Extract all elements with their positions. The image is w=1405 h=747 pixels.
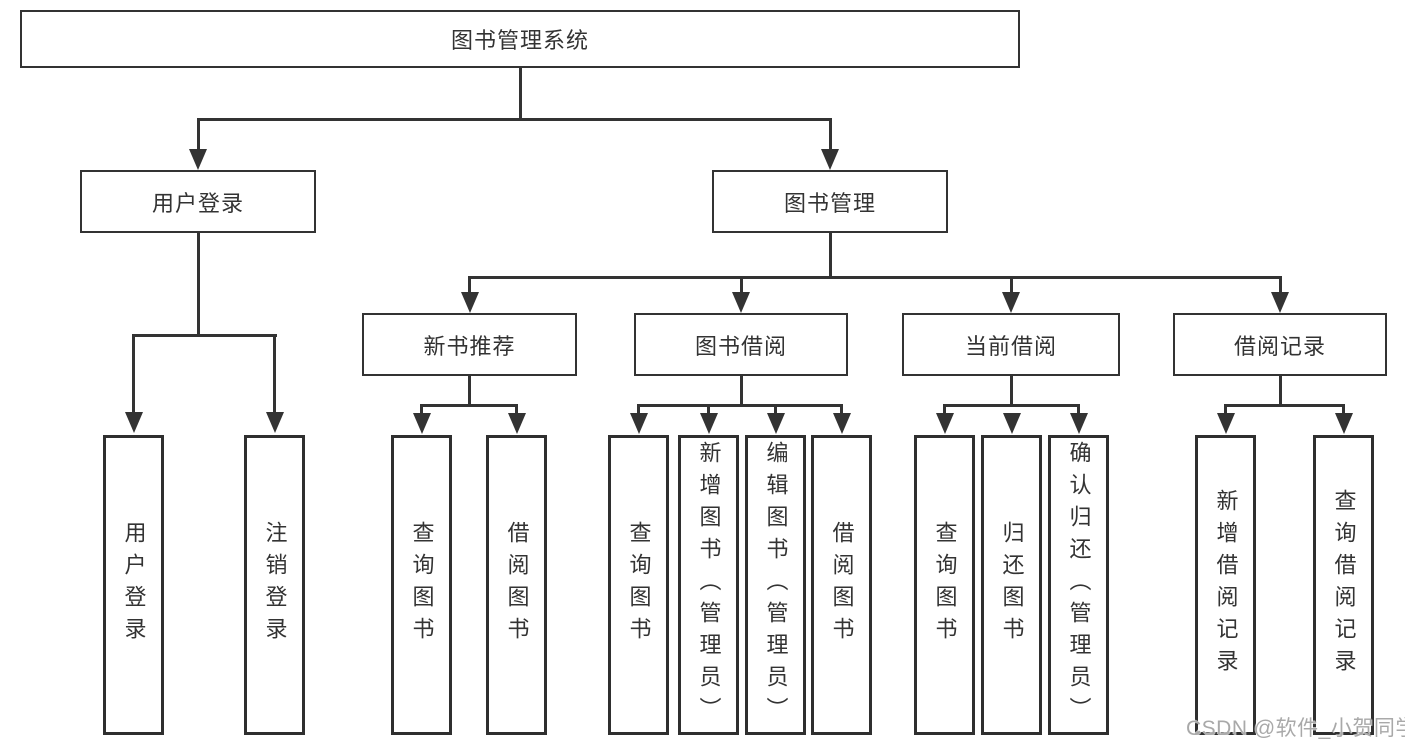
leaf-label: 编辑图书（管理员） (763, 441, 789, 729)
leaf-label: 用户登录 (121, 521, 147, 649)
connector-line (518, 68, 522, 120)
arrowhead-down-icon (124, 412, 143, 433)
leaf-label: 新增借阅记录 (1213, 489, 1239, 681)
arrowhead-down-icon (935, 413, 954, 434)
connector-line (132, 334, 277, 337)
connector-line (739, 276, 743, 293)
node-label: 新书推荐 (423, 333, 516, 359)
node-current-borrowing: 当前借阅 (902, 313, 1120, 376)
arrowhead-down-icon (699, 413, 718, 434)
node-label: 用户登录 (151, 190, 244, 216)
leaf-label: 确认归还（管理员） (1066, 441, 1092, 729)
leaf-label: 借阅图书 (504, 521, 530, 649)
connector-line (840, 404, 843, 414)
leaf-add-borrow-record: 新增借阅记录 (1195, 435, 1256, 735)
leaf-label: 查询图书 (409, 521, 435, 649)
connector-line (515, 404, 518, 414)
connector-line (1224, 404, 1227, 414)
node-label: 图书管理 (783, 190, 876, 216)
arrowhead-down-icon (832, 413, 851, 434)
connector-line (1278, 376, 1282, 406)
connector-line (132, 334, 135, 413)
node-label: 图书管理系统 (450, 28, 589, 53)
leaf-query-borrow-record: 查询借阅记录 (1313, 435, 1374, 735)
connector-line (943, 404, 946, 414)
leaf-borrow-books: 借阅图书 (811, 435, 872, 735)
leaf-label: 归还图书 (999, 521, 1025, 649)
connector-line (739, 376, 743, 406)
connector-line (468, 276, 1281, 279)
leaf-logout: 注销登录 (244, 435, 305, 735)
arrowhead-down-icon (1002, 292, 1020, 313)
leaf-user-login: 用户登录 (103, 435, 164, 735)
connector-line (196, 118, 832, 121)
node-user-login: 用户登录 (80, 170, 316, 233)
connector-line (468, 276, 471, 293)
node-label: 当前借阅 (964, 333, 1057, 359)
arrowhead-down-icon (412, 413, 431, 434)
connector-line (707, 404, 710, 414)
connector-line (1009, 376, 1013, 406)
arrowhead-down-icon (189, 149, 207, 170)
connector-line (196, 118, 200, 150)
leaf-label: 借阅图书 (829, 521, 855, 649)
connector-line (1077, 404, 1080, 414)
connector-line (1009, 276, 1013, 293)
leaf-edit-books-admin: 编辑图书（管理员） (745, 435, 806, 735)
connector-line (468, 376, 471, 406)
connector-line (196, 233, 200, 336)
leaf-label: 查询图书 (626, 521, 652, 649)
arrowhead-down-icon (629, 413, 648, 434)
connector-line (420, 404, 518, 407)
connector-line (420, 404, 423, 414)
node-library-management-system: 图书管理系统 (20, 10, 1020, 68)
connector-line (637, 404, 640, 414)
connector-line (828, 118, 832, 150)
node-label: 图书借阅 (694, 333, 787, 359)
node-book-management: 图书管理 (712, 170, 948, 233)
arrowhead-down-icon (265, 412, 284, 433)
arrowhead-down-icon (1334, 413, 1353, 434)
node-new-book-recommendation: 新书推荐 (362, 313, 577, 376)
node-book-borrowing: 图书借阅 (634, 313, 848, 376)
leaf-query-books-current: 查询图书 (914, 435, 975, 735)
arrowhead-down-icon (732, 292, 750, 313)
arrowhead-down-icon (821, 149, 839, 170)
connector-line (637, 404, 843, 407)
leaf-query-books-borrow: 查询图书 (608, 435, 669, 735)
connector-line (273, 334, 276, 413)
arrowhead-down-icon (1216, 413, 1235, 434)
node-borrowing-records: 借阅记录 (1173, 313, 1387, 376)
arrowhead-down-icon (1271, 292, 1289, 313)
leaf-label: 新增图书（管理员） (696, 441, 722, 729)
arrowhead-down-icon (1002, 413, 1021, 434)
connector-line (1224, 404, 1345, 407)
leaf-add-books-admin: 新增图书（管理员） (678, 435, 739, 735)
csdn-watermark: CSDN @软件_小贺同学 (1186, 717, 1405, 740)
connector-line (1342, 404, 1345, 414)
connector-line (1278, 276, 1282, 293)
leaf-query-books-recommend: 查询图书 (391, 435, 452, 735)
leaf-confirm-return-admin: 确认归还（管理员） (1048, 435, 1109, 735)
connector-line (828, 233, 832, 278)
connector-line (943, 404, 1080, 407)
leaf-label: 查询图书 (932, 521, 958, 649)
arrowhead-down-icon (507, 413, 526, 434)
arrowhead-down-icon (460, 292, 479, 313)
leaf-return-books: 归还图书 (981, 435, 1042, 735)
arrowhead-down-icon (1069, 413, 1088, 434)
leaf-label: 注销登录 (262, 521, 288, 649)
arrowhead-down-icon (766, 413, 785, 434)
leaf-borrow-books-recommend: 借阅图书 (486, 435, 547, 735)
connector-line (774, 404, 777, 414)
node-label: 借阅记录 (1233, 333, 1326, 359)
leaf-label: 查询借阅记录 (1331, 489, 1357, 681)
